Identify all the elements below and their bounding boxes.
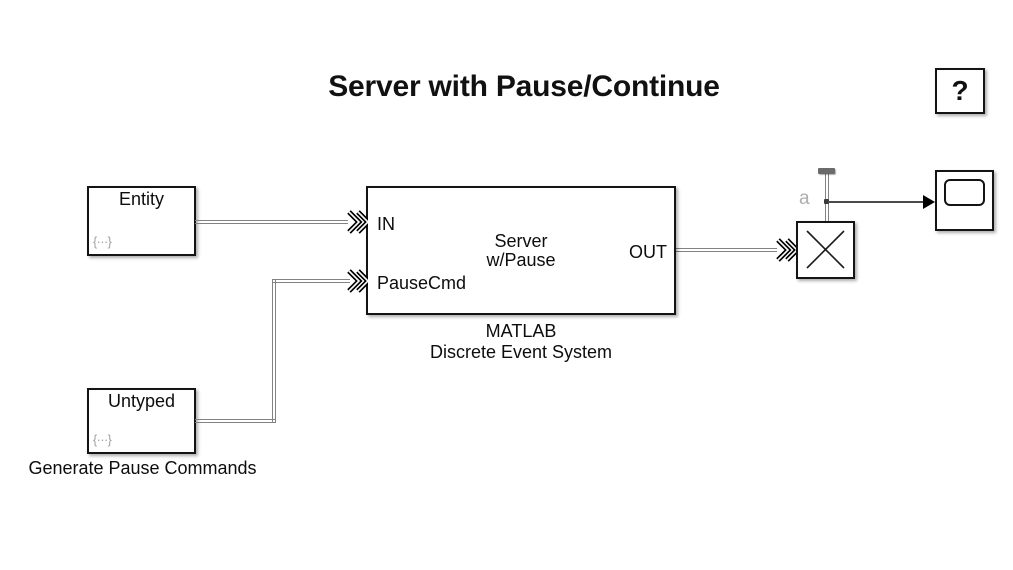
- entity-generator-block[interactable]: Entity {···}: [87, 186, 196, 256]
- x-cross-icon: [806, 230, 845, 269]
- pausecmd-line-segment[interactable]: [272, 279, 276, 423]
- input-port-chevron-icon: [776, 238, 797, 262]
- server-caption[interactable]: MATLAB Discrete Event System: [429, 321, 613, 362]
- entity-to-server-line[interactable]: [195, 220, 348, 224]
- server-port-out-label: OUT: [629, 242, 667, 262]
- pause-command-generator-block[interactable]: Untyped {···}: [87, 388, 196, 454]
- entity-struct-badge-icon: {···}: [93, 235, 112, 249]
- scope-screen-icon: [944, 179, 985, 206]
- help-block[interactable]: ?: [935, 68, 985, 114]
- question-mark-icon: ?: [951, 75, 969, 106]
- scope-block[interactable]: [935, 170, 994, 231]
- entity-generator-label: Entity: [118, 189, 165, 209]
- tap-vertical-line[interactable]: [825, 174, 829, 221]
- arrowhead-icon: [923, 195, 935, 209]
- pause-command-generator-label: Untyped: [107, 391, 176, 411]
- pausecmd-line-segment[interactable]: [195, 419, 276, 423]
- server-block[interactable]: IN PauseCmd OUT Server w/Pause: [366, 186, 676, 315]
- signal-tap-label[interactable]: a: [799, 188, 810, 209]
- input-port-chevron-icon: [347, 210, 368, 234]
- signal-junction-dot: [824, 199, 829, 204]
- server-name-label: Server w/Pause: [486, 231, 556, 270]
- pausecmd-line-segment[interactable]: [272, 279, 350, 283]
- signal-tap-cap-icon: [818, 168, 835, 174]
- server-to-terminator-line[interactable]: [675, 248, 777, 252]
- tap-to-scope-line[interactable]: [828, 201, 923, 203]
- entity-struct-badge-icon: {···}: [93, 433, 112, 447]
- pause-command-generator-caption[interactable]: Generate Pause Commands: [28, 458, 257, 478]
- server-port-in-label: IN: [377, 214, 395, 234]
- server-port-pausecmd-label: PauseCmd: [377, 273, 467, 293]
- input-port-chevron-icon: [347, 269, 368, 293]
- entity-terminator-block[interactable]: [796, 221, 855, 279]
- model-title-annotation[interactable]: Server with Pause/Continue: [328, 70, 720, 103]
